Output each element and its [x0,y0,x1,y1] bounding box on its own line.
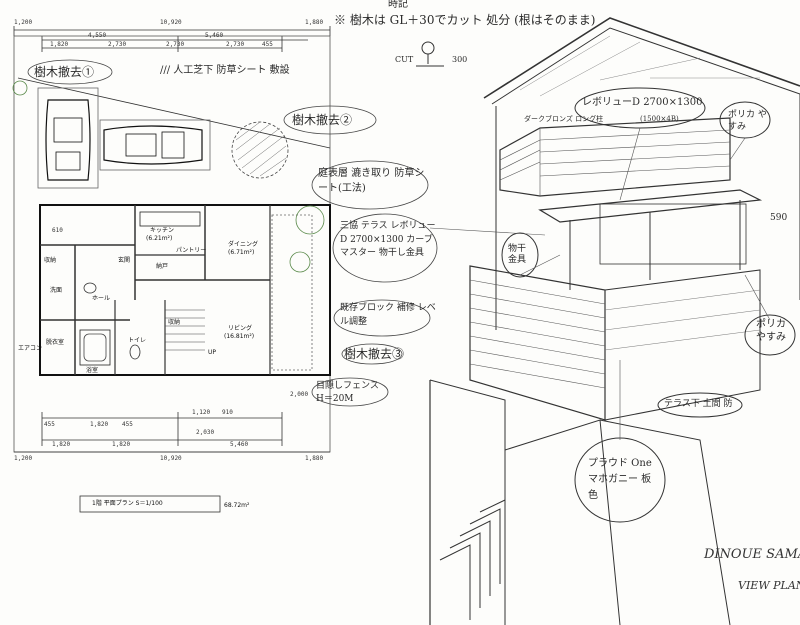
dim-top-row2-b: 5,460 [205,32,224,39]
dim-top-left: 1,200 [14,19,33,26]
dim-top-row3-e: 455 [262,41,273,48]
room-kitchen-area: (6.21m²) [146,235,173,242]
stair-up: UP [208,349,217,356]
polyca-right-note: ポリカ やすみ [756,319,786,343]
reboryu-sub: ダークブロンズ ロング柱 [524,115,604,123]
cut-label: CUT [395,55,414,64]
room-dining: ダイニング [228,241,259,248]
tree-removal-1: 樹木撤去① [34,65,95,79]
room-hall: ホール [92,295,111,302]
plan-type: VIEW PLAN [738,579,800,592]
reboryu-label: レボリューD 2700×1300 [582,97,703,108]
terrace-floor-note: テラス下 土間 防 [664,399,733,409]
tree-removal-3: 樹木撤去③ [344,347,405,361]
hanger-note: 物干 金具 [508,244,527,265]
dim-bottom-row2-a: 455 [44,421,55,428]
room-living-area: (16.81m²) [224,333,255,340]
tree-removal-2: 樹木撤去② [292,113,353,127]
dim-top-row3-b: 2,730 [108,41,127,48]
dim-top-row3-a: 1,820 [50,41,69,48]
wood-fence-note: プラウド One マホガニー 板 色 [588,458,652,501]
dim-bottom-right: 1,880 [305,455,324,462]
dim-top-row2-a: 4,550 [88,32,107,39]
plan-title-block: 1階 平面プラン S＝1/100 [92,500,163,507]
room-storage: 納戸 [156,263,169,270]
terrace-note: 三協 テラス レボリューD 2700×1300 カーブマスター 物干し金具 [340,221,436,258]
dim-bottom-row3-b: 1,820 [112,441,131,448]
room-changing: 脱衣室 [46,339,65,346]
dim-top-total: 10,920 [160,19,182,26]
room-closet: 収納 [44,257,57,264]
dim-bottom-row1-a: 1,120 [192,409,211,416]
aircon-label: エアコン [18,345,43,352]
dim-590: 590 [770,213,788,223]
sheet-title: 時記 [388,0,408,10]
dim-bottom-row2-c: 2,030 [196,429,215,436]
cut-dim: 300 [452,55,468,64]
dim-bottom-total: 10,920 [160,455,182,462]
weed-sheet-note: /// 人工芝下 防草シート 敷設 [160,65,290,76]
cut-note: ※ 樹木は GL＋30でカット 処分 (根はそのまま) [334,13,596,27]
room-living: リビング [228,325,253,332]
room-dining-area: (6.71m²) [228,249,255,256]
room-toilet: トイレ [128,337,147,344]
dim-top-row3-d: 2,730 [226,41,245,48]
room-entrance: 玄関 [118,257,131,264]
room-storage2: 収納 [168,319,181,326]
dim-bottom-row1-b: 910 [222,409,233,416]
dim-610: 610 [52,227,63,234]
dim-bottom-row2-b: 1,820 [90,421,109,428]
polyca-top-note: ポリカ やすみ [728,110,767,132]
dim-bottom-row3-a: 1,820 [52,441,71,448]
surface-weed-note: 庭表層 漉き取り 防草シート(工法) [318,168,425,194]
reboryu-size: (1500×4B) [640,115,679,123]
dim-bottom-row2-d: 455 [122,421,133,428]
room-bath: 浴室 [86,367,99,374]
room-wash: 洗面 [50,287,63,294]
plan-area: 68.72m² [224,502,250,509]
dim-side: 2,000 [290,391,309,398]
block-repair-note: 既存ブロック 補修 レベル調整 [340,303,436,327]
dim-bottom-left: 1,200 [14,455,33,462]
dim-top-row3-c: 2,730 [166,41,185,48]
client-name: DINOUE SAMA [704,547,800,562]
screen-fence-note: 目隠しフェンス H＝20M [316,381,379,404]
pantry-label: パントリー [176,247,207,254]
room-kitchen: キッチン [150,227,175,234]
dim-top-right: 1,880 [305,19,324,26]
dim-bottom-row3-c: 5,460 [230,441,249,448]
